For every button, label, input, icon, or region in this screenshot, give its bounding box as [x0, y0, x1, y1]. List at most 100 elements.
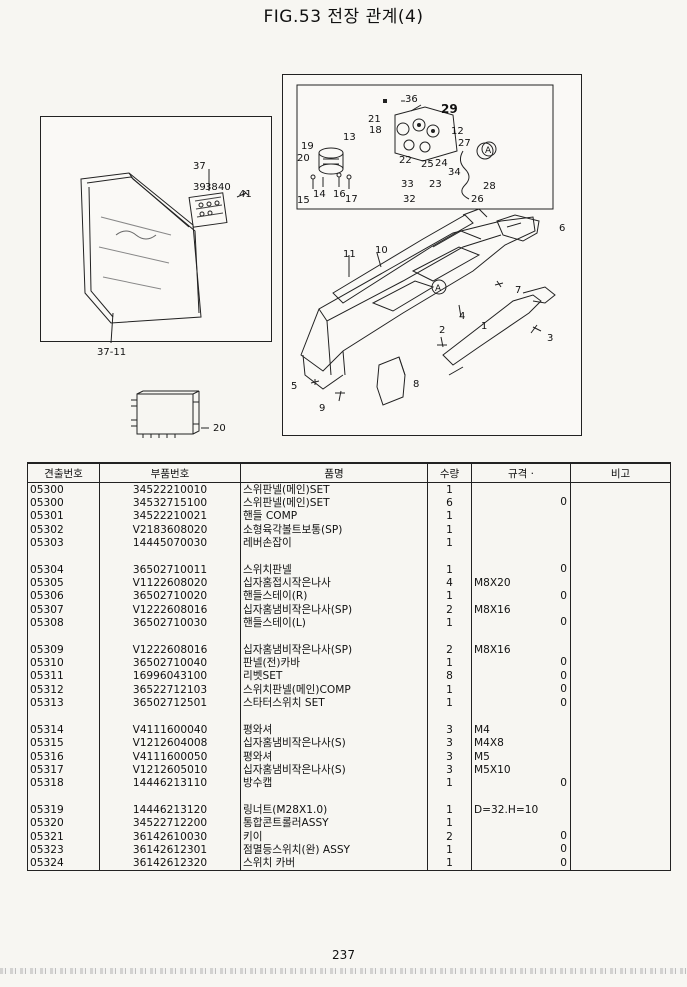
cell-part-number: [99, 629, 241, 644]
label-10: 10: [375, 245, 388, 256]
cell-no: 05324: [27, 856, 100, 871]
cell-part-name: 십자홈냄비작은나사(SP): [240, 603, 428, 617]
cell-note: [570, 616, 671, 630]
cell-part-name: 링너트(M28X1.0): [240, 803, 428, 817]
cell-note: [570, 829, 671, 844]
cell-part-name: 핸들 COMP: [240, 509, 428, 524]
cell-spec-mark: 0: [560, 563, 567, 576]
label-14: 14: [313, 189, 326, 200]
cell-note: [570, 589, 671, 604]
cell-part-name: 핸들스테이(R): [240, 589, 428, 604]
cell-part-number: V4111600050: [99, 749, 241, 764]
cell-spec: [471, 523, 571, 537]
cell-part-number: [99, 789, 241, 804]
scan-artifact: [0, 968, 687, 974]
cell-quantity: 3: [427, 723, 472, 737]
label-25: 25: [421, 159, 434, 170]
cell-quantity: 3: [427, 763, 472, 777]
label-24: 24: [435, 158, 448, 169]
cell-spec: M8X16: [471, 603, 571, 617]
cell-spec-mark: 0: [560, 616, 567, 629]
cell-no: 05313: [27, 696, 100, 710]
cell-quantity: 6: [427, 496, 472, 510]
col-header-note: 비고: [570, 462, 671, 483]
table-row: [27, 789, 671, 804]
col-header-part: 부품번호: [99, 462, 241, 483]
cell-note: [570, 549, 671, 564]
controller-box-diagram: 20: [127, 390, 226, 440]
cell-part-name: 소형육각볼트보통(SP): [240, 523, 428, 537]
console-assembly-drawing: 36 29 21 18 13 12 27 19 20 22 25 24 34 1…: [291, 84, 565, 414]
label-18: 18: [369, 125, 382, 136]
cell-spec: 0: [471, 829, 571, 844]
cell-note: [570, 669, 671, 684]
cell-part-number: 36142610030: [99, 829, 241, 844]
cell-part-name: 스위치판넬: [240, 563, 428, 577]
cell-quantity: 1: [427, 656, 472, 670]
cell-spec: M8X20: [471, 576, 571, 590]
cell-part-name: 십자홈접시작은나사: [240, 576, 428, 590]
cell-spec: 0: [471, 856, 571, 871]
cell-spec-mark: 0: [560, 843, 567, 856]
label-8: 8: [413, 379, 419, 390]
cell-quantity: [427, 789, 472, 804]
label-37: 37: [193, 161, 206, 172]
cell-note: [570, 603, 671, 617]
cell-spec: [471, 789, 571, 804]
cell-part-number: 36502710030: [99, 616, 241, 630]
label-29: 29: [441, 102, 458, 116]
cell-quantity: 1: [427, 683, 472, 697]
figure-title: FIG.53 전장 관계(4): [263, 7, 424, 27]
cell-no: [27, 789, 100, 804]
cell-part-name: 방수캡: [240, 776, 428, 790]
label-34: 34: [448, 167, 461, 178]
cell-quantity: 1: [427, 536, 472, 550]
label-23: 23: [429, 179, 442, 190]
cell-part-name: 스위판넬(메인)SET: [240, 496, 428, 510]
cell-no: [27, 709, 100, 724]
cell-no: 05311: [27, 669, 100, 684]
cell-no: 05307: [27, 603, 100, 617]
cell-no: 05303: [27, 536, 100, 550]
cell-note: [570, 629, 671, 644]
cell-quantity: 1: [427, 856, 472, 871]
label-15: 15: [297, 195, 310, 206]
cell-note: [570, 523, 671, 537]
label-3: 3: [547, 333, 553, 344]
cell-part-name: 평와셔: [240, 723, 428, 737]
cell-part-name: 스위치판넬(메인)COMP: [240, 683, 428, 697]
cell-spec-value: M5X10: [474, 763, 511, 776]
cell-no: 05301: [27, 509, 100, 524]
cell-quantity: 1: [427, 816, 472, 830]
cell-quantity: 2: [427, 603, 472, 617]
cell-spec: [471, 629, 571, 644]
controller-box-drawing: 20: [131, 390, 226, 438]
page-number: 237: [332, 948, 355, 962]
label-circled-a-top: A: [485, 146, 492, 156]
cell-quantity: 1: [427, 803, 472, 817]
cell-part-number: 14445070030: [99, 536, 241, 550]
label-40: 40: [218, 182, 231, 193]
cell-no: 05314: [27, 723, 100, 737]
cell-spec: M4X8: [471, 736, 571, 750]
cell-quantity: 1: [427, 523, 472, 537]
cell-spec: M5: [471, 749, 571, 764]
cell-part-number: V4111600040: [99, 723, 241, 737]
cell-part-number: 36142612320: [99, 856, 241, 871]
cell-part-name: 스타터스위치 SET: [240, 696, 428, 710]
cell-no: 05304: [27, 563, 100, 577]
label-16: 16: [333, 189, 346, 200]
cell-quantity: 2: [427, 829, 472, 844]
cell-part-number: 34522712200: [99, 816, 241, 830]
label-2: 2: [439, 325, 445, 336]
